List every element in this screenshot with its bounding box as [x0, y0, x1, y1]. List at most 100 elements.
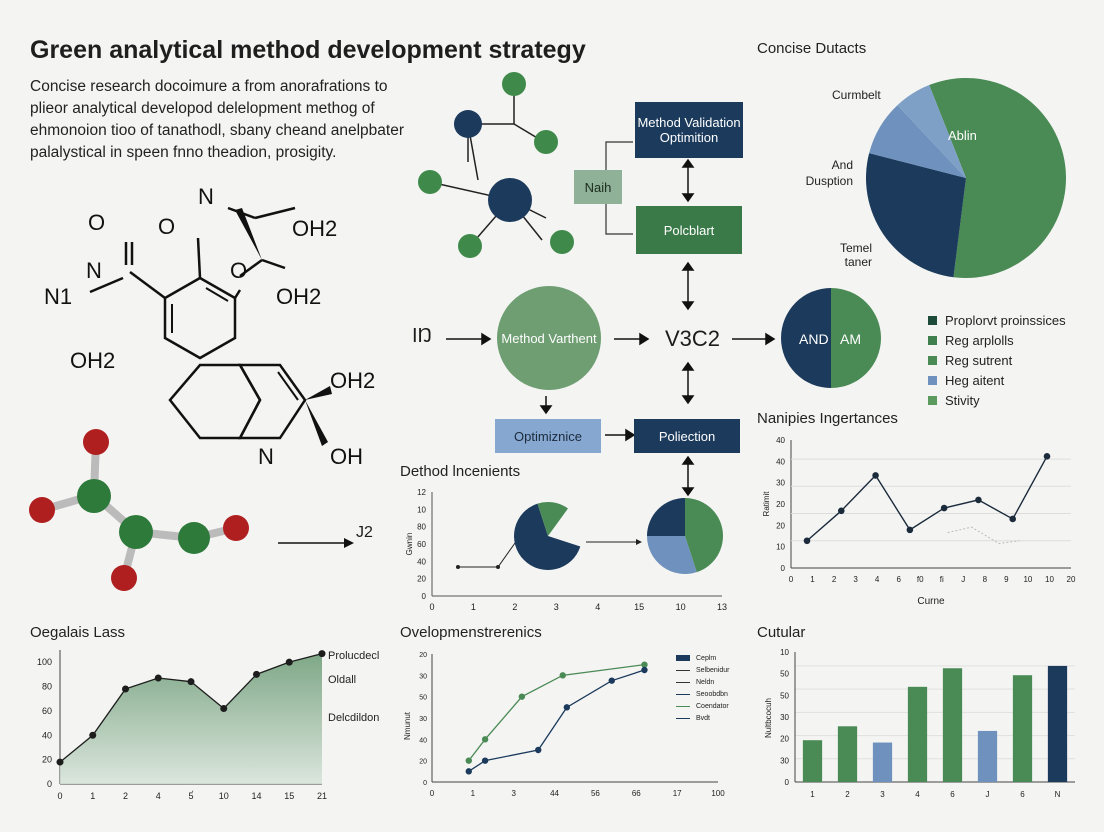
oegalais-label: Prolucdecl: [328, 650, 380, 662]
data-point: [535, 746, 542, 754]
pie-slice: [685, 498, 723, 573]
concise-pie: [866, 78, 1066, 278]
x-tick-label: 13: [717, 602, 727, 612]
develop-legend-item: Seoobdbn: [676, 688, 729, 700]
legend-item: Reg sutrent: [928, 350, 1066, 370]
series-line: [468, 669, 645, 772]
atom-label: N: [258, 444, 274, 469]
y-tick-label: 10: [780, 648, 789, 657]
molecule-structure-2: OH2 N OH: [168, 363, 375, 469]
pie-slice: [514, 503, 581, 570]
pie-slice: [647, 536, 697, 574]
y-tick-label: 20: [42, 755, 52, 765]
data-point: [975, 496, 982, 504]
pollution-box: Poliection: [634, 419, 740, 453]
formula-label: V3C2: [665, 326, 721, 351]
cutular-heading: Cutular: [757, 624, 806, 641]
legend: Proplorvt proinssices Reg arplolls Reg s…: [928, 310, 1066, 410]
y-tick-label: 50: [780, 691, 789, 700]
y-tick-label: 0: [423, 780, 427, 787]
y-tick-label: 20: [776, 521, 785, 530]
data-point: [187, 678, 195, 686]
x-tick-label: 4: [595, 602, 600, 612]
arrow-head: [636, 539, 642, 545]
develop-heading: Ovelopmenstrerenics: [400, 624, 542, 641]
atom-label: N: [86, 258, 102, 283]
method-variant-node: Method Varthent: [497, 286, 601, 390]
atom-label: OH2: [276, 284, 321, 309]
ball-stick-molecule-small: [29, 429, 249, 591]
develop-legend-item: Coendator: [676, 700, 729, 712]
atom-label: O: [88, 210, 105, 235]
dethod-heading: Dethod lncenients: [400, 463, 521, 480]
x-tick-label: 17: [673, 789, 682, 798]
y-tick-label: 60: [42, 706, 52, 716]
data-point: [481, 736, 489, 743]
y-tick-label: 0: [422, 592, 427, 601]
x-tick-label: 4: [875, 575, 880, 584]
develop-legend-item: Bvdt: [676, 712, 729, 724]
x-tick-label: 6: [896, 575, 901, 584]
data-point: [608, 677, 615, 684]
x-tick-label: 9: [1004, 575, 1009, 584]
y-tick-label: 0: [47, 779, 52, 789]
y-tick-label: 30: [419, 716, 427, 723]
naih-box: Naih: [574, 170, 622, 204]
pie-label-top: Curmbelt: [832, 88, 881, 102]
data-point: [56, 758, 64, 766]
data-point: [465, 768, 472, 775]
y-tick-label: 20: [417, 575, 426, 584]
x-tick-label: 1: [471, 602, 476, 612]
pie-slice: [869, 105, 966, 178]
legend-item: Reg arplolls: [928, 330, 1066, 350]
pie-slice: [647, 498, 685, 536]
x-tick-label: 5́: [188, 790, 193, 801]
data-point: [253, 670, 260, 678]
x-tick-label: 4: [156, 791, 161, 801]
page-title: Green analytical method development stra…: [30, 36, 586, 64]
x-tick-label: 15: [284, 791, 294, 801]
data-point: [803, 537, 811, 545]
pie-label-bottom: Temel taner: [839, 241, 872, 269]
x-tick-label: 3: [554, 602, 559, 612]
data-point: [285, 658, 293, 666]
method-validation-box: Method Validation Optimition: [635, 102, 743, 158]
x-tick-label: 10: [676, 602, 686, 612]
x-tick-label: 10: [1023, 575, 1032, 584]
ball-stick-molecule-large: [418, 72, 574, 258]
y-tick-label: 40: [419, 737, 427, 744]
x-tick-label: 2: [123, 791, 128, 801]
faint-series-line: [947, 526, 1020, 545]
x-tick-label: f0: [917, 575, 924, 584]
oegalais-label: Oldall: [328, 674, 357, 686]
concise-heading: Concise Dutacts: [757, 40, 867, 57]
x-tick-label: N: [1055, 790, 1061, 799]
x-tick-label: 1: [810, 575, 815, 584]
x-tick-label: 66: [632, 789, 641, 798]
and-label: AND: [799, 331, 829, 347]
y-tick-label: 20: [419, 652, 427, 659]
y-tick-label: 20: [419, 759, 427, 766]
x-tick-label: 0: [430, 789, 435, 798]
x-tick-label: J: [961, 575, 965, 584]
develop-legend-item: Selbenidur: [676, 664, 729, 676]
x-tick-label: J: [986, 790, 990, 799]
bar: [977, 730, 998, 782]
y-tick-label: 30: [776, 479, 785, 488]
x-tick-label: 10: [1045, 575, 1054, 584]
y-axis-label: Nultbcocuh: [764, 698, 773, 738]
data-point: [220, 704, 228, 712]
x-tick-label: fi: [940, 575, 944, 584]
atom-label: O: [230, 258, 247, 283]
y-tick-label: 40: [776, 436, 785, 445]
y-tick-label: 30: [419, 673, 427, 680]
x-tick-label: 0: [57, 791, 62, 801]
x-tick-label: 14: [251, 791, 261, 801]
x-tick-label: 10: [219, 791, 229, 801]
data-point: [89, 731, 97, 739]
intro-line: plieor analytical developod delelopment …: [30, 100, 375, 117]
intro-paragraph: Concise research docoimure a from anoraf…: [30, 76, 420, 164]
